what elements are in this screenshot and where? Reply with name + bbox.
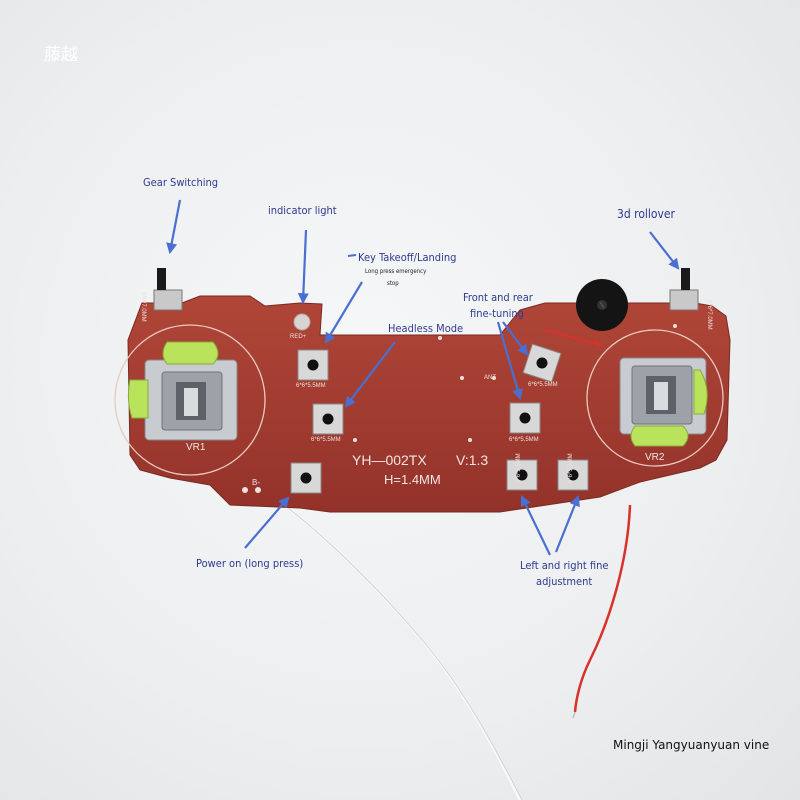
- arrow-left-trim: [520, 495, 551, 556]
- led-silk: RED+: [290, 334, 307, 340]
- annotation-left-right-2: adjustment: [536, 575, 593, 588]
- arrow-gear: [166, 199, 182, 255]
- annotation-key-takeoff: Key Takeoff/Landing: [358, 251, 457, 264]
- annotation-key-takeoff-sub1: Long press emergency: [365, 268, 427, 275]
- button-rear-trim[interactable]: [509, 402, 541, 434]
- board-version: V:1.3: [456, 452, 489, 468]
- red-wire-tip: [572, 711, 576, 719]
- right-slide-switch[interactable]: [669, 268, 699, 311]
- vr2-label: VR2: [645, 452, 665, 463]
- arrow-takeoff: [324, 281, 363, 344]
- annotation-3d-rollover: 3d rollover: [617, 207, 675, 221]
- left-slide-switch[interactable]: [153, 268, 183, 311]
- button-headless[interactable]: [312, 403, 344, 435]
- arrow-rollover: [649, 231, 680, 270]
- buzzer-red-wire: [544, 329, 604, 347]
- btn-size-silk-5: 6*6*5.5MM: [516, 453, 522, 483]
- arrow-front-trim: [502, 321, 529, 356]
- arrow-indicator: [297, 229, 309, 305]
- annotation-left-right-1: Left and right fine: [520, 559, 609, 572]
- battery-silk: B-: [252, 478, 260, 487]
- annotation-arrows: [166, 199, 680, 556]
- annotation-gear-switching: Gear Switching: [143, 176, 219, 189]
- arrow-right-trim: [554, 494, 580, 553]
- buzzer: [576, 279, 628, 331]
- left-joystick[interactable]: [127, 341, 238, 441]
- button-power[interactable]: [290, 462, 322, 494]
- button-front-trim[interactable]: [522, 343, 562, 383]
- led: [293, 313, 311, 331]
- arrow-power: [244, 496, 290, 549]
- arrow-headless: [344, 341, 396, 408]
- annotation-headless-mode: Headless Mode: [388, 322, 464, 335]
- btn-size-silk-3: 6*6*5.5MM: [509, 437, 539, 443]
- board-thickness: H=1.4MM: [384, 472, 441, 487]
- credit-text: Mingji Yangyuanyuan vine: [613, 738, 770, 752]
- right-joystick[interactable]: [619, 357, 708, 447]
- watermark-text: 藤越: [44, 45, 78, 65]
- button-right-trim[interactable]: [557, 459, 589, 491]
- switch-silk-right: 6*6*7.0MM: [706, 300, 712, 330]
- dash-mark: [347, 254, 357, 257]
- left-joystick-ring: [114, 324, 266, 476]
- annotation-key-takeoff-sub2: stop: [387, 280, 399, 287]
- btn-size-silk-6: 6*6*5.5MM: [568, 453, 574, 483]
- board-model: YH—002TX: [352, 452, 427, 468]
- switch-silk-left: 6*6*7.0MM: [140, 292, 146, 322]
- right-joystick-ring: [586, 329, 724, 467]
- annotation-power-on: Power on (long press): [196, 557, 304, 570]
- annotation-front-rear-2: fine-tuning: [470, 307, 524, 320]
- button-left-trim[interactable]: [506, 459, 538, 491]
- red-wire: [573, 504, 632, 713]
- btn-size-silk-4: 6*6*5.5MM: [528, 382, 558, 388]
- btn-size-silk-2: 6*6*5.5MM: [311, 437, 341, 443]
- pcb-vias: [242, 324, 677, 493]
- white-wire-shadow: [286, 506, 523, 800]
- ant-silk: ANT: [484, 375, 496, 381]
- arrow-rear-trim: [496, 321, 523, 401]
- btn-size-silk-1: 6*6*5.5MM: [296, 383, 326, 389]
- annotation-indicator-light: indicator light: [268, 204, 337, 217]
- white-wire: [284, 504, 522, 800]
- vr1-label: VR1: [186, 442, 206, 453]
- annotation-front-rear-1: Front and rear: [463, 291, 533, 304]
- button-takeoff[interactable]: [297, 349, 329, 381]
